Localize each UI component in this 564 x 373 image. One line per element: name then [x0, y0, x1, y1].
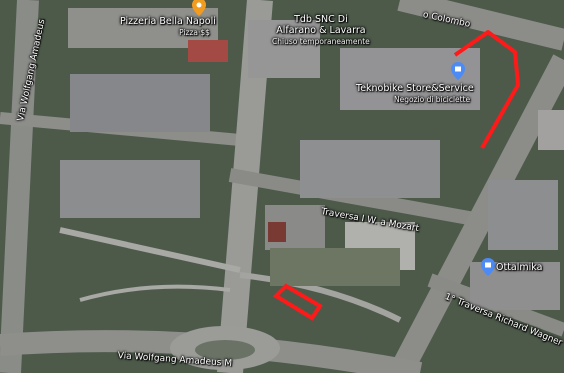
restaurant-pin-icon[interactable]: [192, 0, 206, 16]
poi-detail: Pizza·$$: [179, 28, 210, 37]
poi-name-line2: Alfarano & Lavarra: [276, 25, 366, 36]
shopping-pin-icon[interactable]: [481, 258, 495, 276]
poi-detail: Chiuso temporaneamente: [272, 37, 370, 46]
poi-tdb-snc[interactable]: Tdb SNC Di Alfarano & Lavarra Chiuso tem…: [272, 14, 370, 47]
poi-pizzeria-bella-napoli[interactable]: Pizzeria Bella Napoli Pizza·$$: [120, 16, 216, 38]
poi-name: Pizzeria Bella Napoli: [120, 16, 216, 27]
red-annotation-route: [453, 30, 520, 149]
poi-detail: Negozio di biciclette: [394, 95, 471, 104]
red-annotation-box: [272, 283, 323, 321]
poi-name: Tdb SNC Di: [294, 14, 348, 25]
poi-ottalmika[interactable]: Ottalmika: [496, 262, 542, 273]
poi-name: Teknobike Store&Service: [356, 83, 474, 94]
poi-teknobike[interactable]: Teknobike Store&Service Negozio di bicic…: [356, 83, 474, 105]
shopping-pin-icon[interactable]: [451, 62, 465, 80]
poi-name: Ottalmika: [496, 262, 543, 273]
